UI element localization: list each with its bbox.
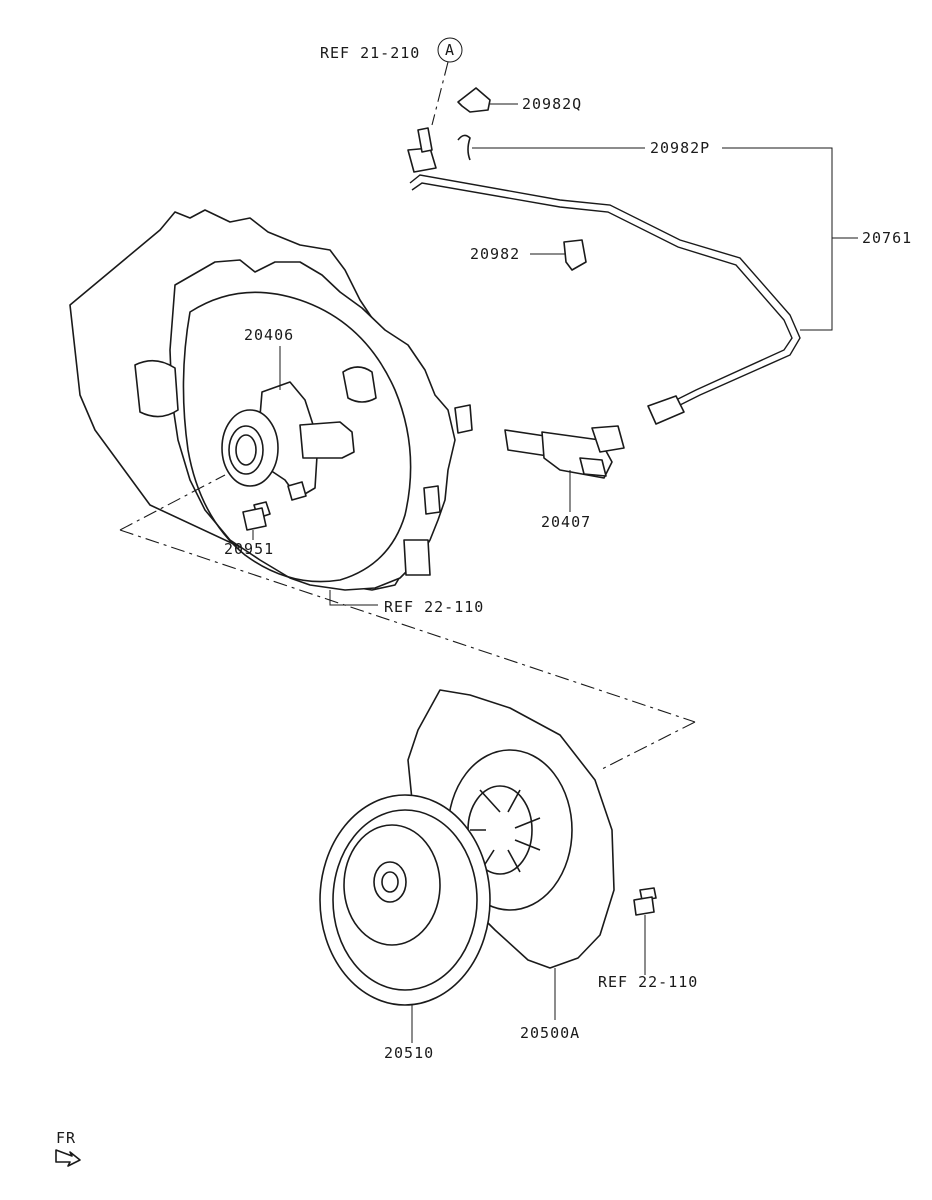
transmission-housing — [69, 209, 473, 591]
release-bearing-20406 — [221, 381, 355, 501]
ref-22-110-lower-label: REF 22-110 — [598, 973, 698, 991]
arrow-icon — [55, 1149, 81, 1167]
ref-a-circle — [437, 37, 463, 63]
ref-21-210-label: REF 21-210 — [320, 44, 420, 62]
ref-a-letter: A — [445, 41, 455, 59]
clip-20982q — [457, 87, 491, 113]
clutch-pipe-20761 — [407, 127, 801, 425]
clutch-disc-20510 — [319, 794, 491, 1006]
leader-lines — [252, 103, 858, 1043]
part-20982-label: 20982 — [470, 245, 520, 263]
slave-cylinder-20407 — [504, 425, 625, 479]
fr-label: FR — [56, 1129, 76, 1147]
part-20407-label: 20407 — [541, 513, 591, 531]
part-20982q-label: 20982Q — [522, 95, 582, 113]
front-direction-indicator: FR — [55, 1129, 81, 1167]
clip-20982p — [457, 134, 471, 161]
cover-bolt — [633, 887, 657, 916]
part-20982p-label: 20982P — [650, 139, 710, 157]
part-20951-label: 20951 — [224, 540, 274, 558]
part-20406-label: 20406 — [244, 326, 294, 344]
reference-lines — [119, 61, 696, 771]
clip-20982 — [563, 239, 587, 271]
bolt-20951 — [242, 501, 271, 531]
part-20500a-label: 20500A — [520, 1024, 580, 1042]
ref-22-110-upper-label: REF 22-110 — [384, 598, 484, 616]
part-20761-label: 20761 — [862, 229, 912, 247]
part-20510-label: 20510 — [384, 1044, 434, 1062]
